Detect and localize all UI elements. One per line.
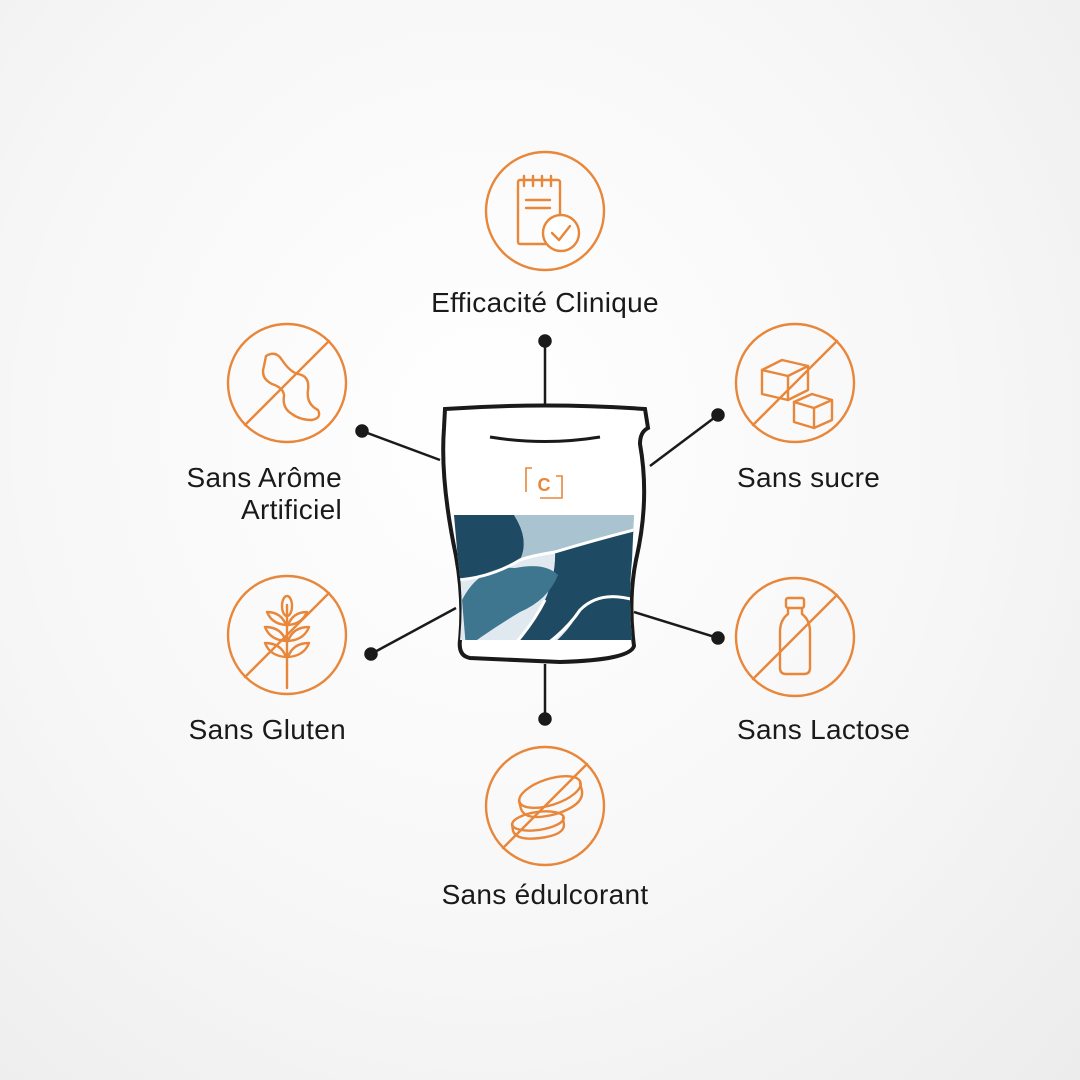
label-clinical-efficacy: Efficacité Clinique <box>431 287 659 318</box>
brand-mark: C <box>538 475 551 495</box>
clipboard-check-icon <box>484 150 606 272</box>
label-lactose-free: Sans Lactose <box>737 714 911 745</box>
connector-dot-top <box>538 334 552 348</box>
connector-upper-left <box>361 429 441 462</box>
connector-dot-upper-right <box>711 408 725 422</box>
no-milk-bottle-icon <box>734 576 856 698</box>
label-no-sugar: Sans sucre <box>737 462 881 493</box>
connector-lower-right <box>633 610 719 640</box>
connector-dot-lower-left <box>364 647 378 661</box>
no-flavor-icon <box>226 322 348 444</box>
no-sugar-cubes-icon <box>734 322 856 444</box>
label-no-artificial-flavor: Sans Arôme Artificiel <box>100 462 342 526</box>
connector-dot-bottom <box>538 712 552 726</box>
label-gluten-free: Sans Gluten <box>188 714 346 745</box>
connector-lower-left <box>370 606 457 656</box>
label-no-sweetener: Sans édulcorant <box>441 879 649 910</box>
connector-dot-lower-right <box>711 631 725 645</box>
no-wheat-icon <box>226 574 348 696</box>
product-pouch: C <box>441 403 651 665</box>
label-no-artificial-flavor-line2: Artificiel <box>240 494 342 525</box>
connector-dot-upper-left <box>355 424 369 438</box>
brand-logo: C <box>525 467 563 499</box>
connector-upper-right <box>649 414 719 467</box>
connectors <box>355 334 725 726</box>
label-no-artificial-flavor-line1: Sans Arôme <box>186 462 342 493</box>
no-sweetener-tablets-icon <box>484 745 606 867</box>
